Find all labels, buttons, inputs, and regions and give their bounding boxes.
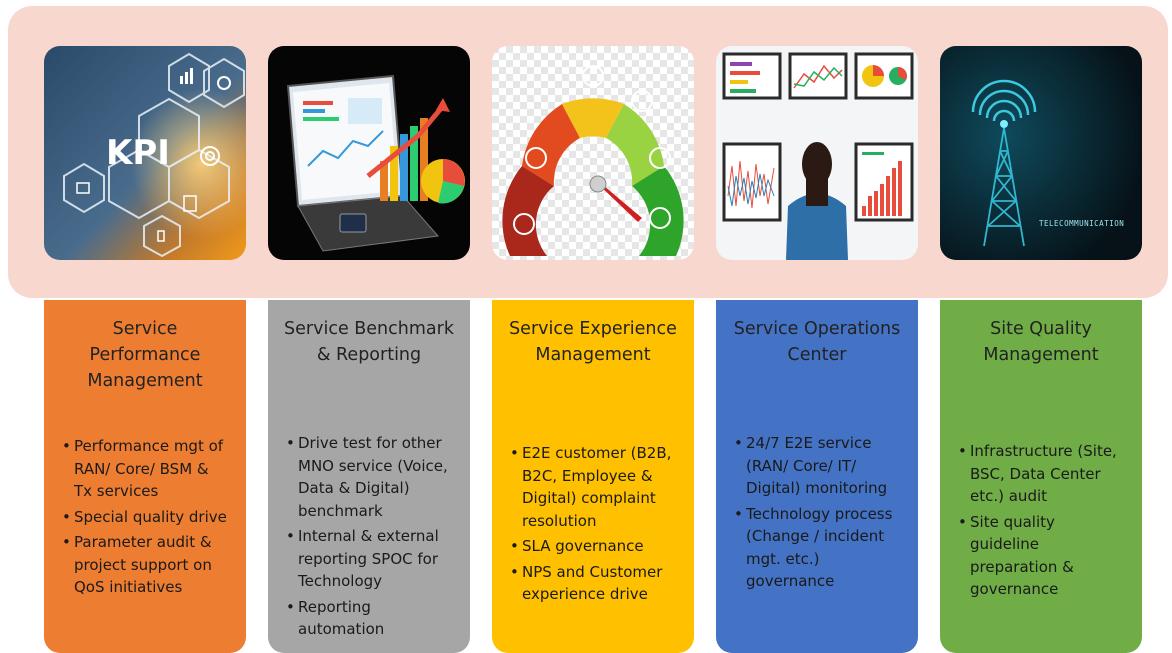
service-benchmark-card: Service Benchmark & Reporting Drive test… [268,300,470,653]
bullet-item: Infrastructure (Site,BSC, Data Centeretc… [958,440,1134,508]
card-bullet-list: E2E customer (B2B,B2C, Employee &Digital… [510,442,686,609]
bullet-item: 24/7 E2E service(RAN/ Core/ IT/Digital) … [734,432,910,500]
site-quality-card: Site Quality Management Infrastructure (… [940,300,1142,653]
card-title-line: Performance [89,345,201,365]
operations-image [716,46,918,260]
card-title-line: Service Operations [733,319,901,339]
bullet-item: SLA governance [510,535,686,558]
bullet-item: Technology process(Change / incidentmgt.… [734,503,910,593]
bullet-item: Special quality drive [62,506,238,529]
service-experience-card: Service Experience Management E2E custom… [492,300,694,653]
card-title-line: Management [87,371,203,391]
card-title-line: Site Quality [990,319,1092,339]
card-title: Service Performance Management [54,316,236,394]
benchmark-image [268,46,470,260]
card-title-line: Service Experience [509,319,677,339]
bullet-item: E2E customer (B2B,B2C, Employee &Digital… [510,442,686,532]
card-title-line: Service Benchmark [284,319,454,339]
experience-image [492,46,694,260]
kpi-image: KPI [44,46,246,260]
service-performance-card: Service Performance Management Performan… [44,300,246,653]
kpi-label: KPI [106,133,170,173]
card-bullet-list: Infrastructure (Site,BSC, Data Centeretc… [958,440,1134,604]
card-title-line: Management [535,345,651,365]
card-title: Service Experience Management [502,316,684,368]
telecom-tower-illustration-icon: TELECOMMUNICATION [940,46,1142,260]
satisfaction-gauge-illustration-icon [492,46,694,260]
card-bullet-list: 24/7 E2E service(RAN/ Core/ IT/Digital) … [734,432,910,596]
monitoring-dashboards-illustration-icon [716,46,918,260]
card-title-line: Management [983,345,1099,365]
card-title: Service Benchmark & Reporting [278,316,460,368]
card-title: Service Operations Center [726,316,908,368]
service-operations-card: Service Operations Center 24/7 E2E servi… [716,300,918,653]
laptop-report-charts-illustration-icon [268,46,470,260]
kpi-hex-illustration-icon: KPI [44,46,246,260]
card-title-line: & Reporting [316,345,422,365]
card-title-line: Service [112,319,178,339]
card-title: Site Quality Management [950,316,1132,368]
telecommunication-label: TELECOMMUNICATION [1039,219,1124,228]
site-quality-image: TELECOMMUNICATION [940,46,1142,260]
card-title-line: Center [787,345,847,365]
